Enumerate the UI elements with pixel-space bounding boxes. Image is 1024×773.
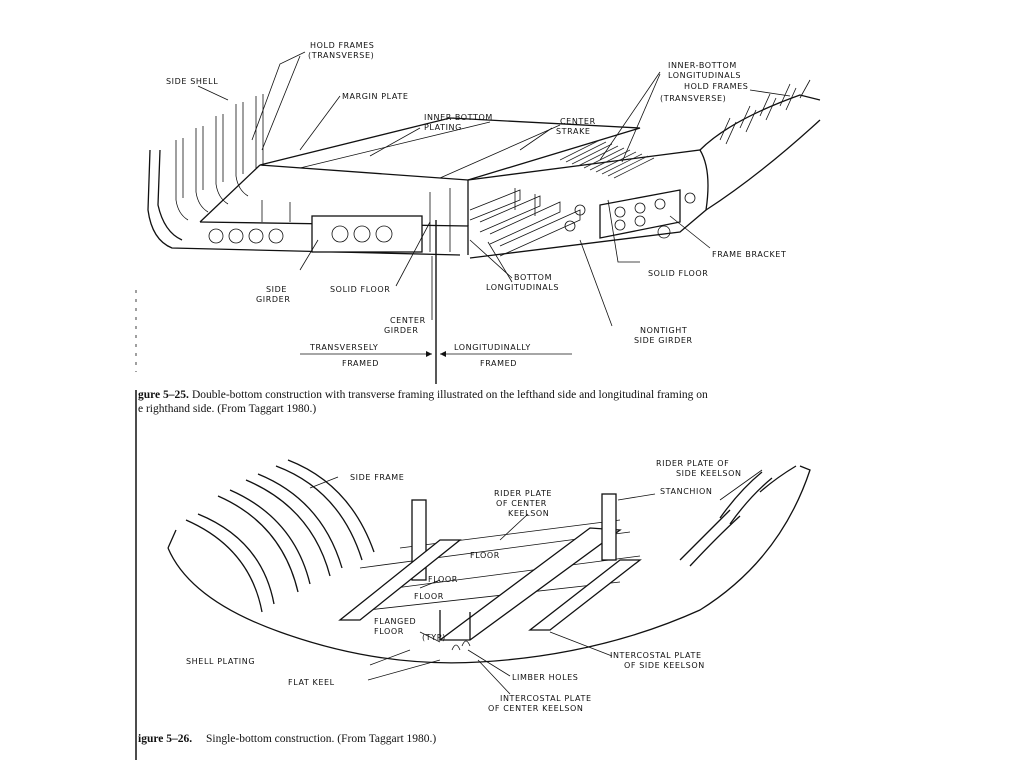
label-intercostal-center-1: INTERCOSTAL PLATE (500, 694, 592, 703)
label-margin-plate: MARGIN PLATE (342, 92, 408, 101)
label-longitudinally: LONGITUDINALLY (454, 343, 531, 352)
label-frame-bracket: FRAME BRACKET (712, 250, 786, 259)
label-floor-2: FLOOR (428, 575, 458, 584)
label-intercostal-center-2: OF CENTER KEELSON (488, 704, 583, 713)
label-floor-3: FLOOR (414, 592, 444, 601)
label-intercostal-side-2: OF SIDE KEELSON (624, 661, 705, 670)
label-rider-plate-center-2: OF CENTER (496, 499, 547, 508)
figure-single-bottom-drawing (167, 459, 811, 695)
label-intercostal-side-1: INTERCOSTAL PLATE (610, 651, 702, 660)
label-flat-keel: FLAT KEEL (288, 678, 335, 687)
label-inner-bottom-plating-1: INNER-BOTTOM (424, 113, 493, 122)
label-limber-holes: LIMBER HOLES (512, 673, 578, 682)
label-hold-frames-r: HOLD FRAMES (684, 82, 748, 91)
label-rider-plate-center-3: KEELSON (508, 509, 549, 518)
label-nontight-1: NONTIGHT (640, 326, 687, 335)
label-nontight-2: SIDE GIRDER (634, 336, 693, 345)
label-inner-bottom-long-2: LONGITUDINALS (668, 71, 741, 80)
label-solid-floor-l: SOLID FLOOR (330, 285, 390, 294)
label-framed-r: FRAMED (480, 359, 517, 368)
label-side-frame: SIDE FRAME (350, 473, 404, 482)
label-center-strake-2: STRAKE (556, 127, 591, 136)
caption-5-25-number: gure 5–25. (138, 389, 189, 401)
label-inner-bottom-plating-2: PLATING (424, 123, 462, 132)
label-typ: (TYP) (422, 633, 446, 642)
label-transversely: TRANSVERSELY (309, 343, 378, 352)
label-solid-floor-r: SOLID FLOOR (648, 269, 708, 278)
label-rider-plate-center-1: RIDER PLATE (494, 489, 552, 498)
label-side-girder-2: GIRDER (256, 295, 291, 304)
label-bottom-long-2: LONGITUDINALS (486, 283, 559, 292)
label-bottom-long-1: BOTTOM (514, 273, 552, 282)
label-shell-plating: SHELL PLATING (186, 657, 255, 666)
label-side-shell: SIDE SHELL (166, 77, 218, 86)
label-inner-bottom-long-1: INNER-BOTTOM (668, 61, 737, 70)
label-center-girder-1: CENTER (390, 316, 426, 325)
label-rider-plate-side-1: RIDER PLATE OF (656, 459, 729, 468)
label-floor-1: FLOOR (470, 551, 500, 560)
label-center-strake-1: CENTER (560, 117, 596, 126)
label-hold-frames: HOLD FRAMES (310, 41, 374, 50)
caption-5-26-line1: Single-bottom construction. (From Taggar… (206, 733, 436, 745)
label-stanchion: STANCHION (660, 487, 712, 496)
label-framed-l: FRAMED (342, 359, 379, 368)
label-rider-plate-side-2: SIDE KEELSON (676, 469, 742, 478)
caption-5-25-line1: Double-bottom construction with transver… (192, 389, 708, 401)
label-side-girder-1: SIDE (266, 285, 287, 294)
label-transverse-r: (TRANSVERSE) (660, 94, 726, 103)
label-center-girder-2: GIRDER (384, 326, 419, 335)
label-flanged-1: FLANGED (374, 617, 416, 626)
figure-double-bottom-drawing (147, 51, 821, 384)
caption-5-25-line2: e righthand side. (From Taggart 1980.) (138, 403, 316, 415)
label-flanged-2: FLOOR (374, 627, 404, 636)
caption-5-26-number: igure 5–26. (138, 733, 192, 745)
label-transverse: (TRANSVERSE) (308, 51, 374, 60)
